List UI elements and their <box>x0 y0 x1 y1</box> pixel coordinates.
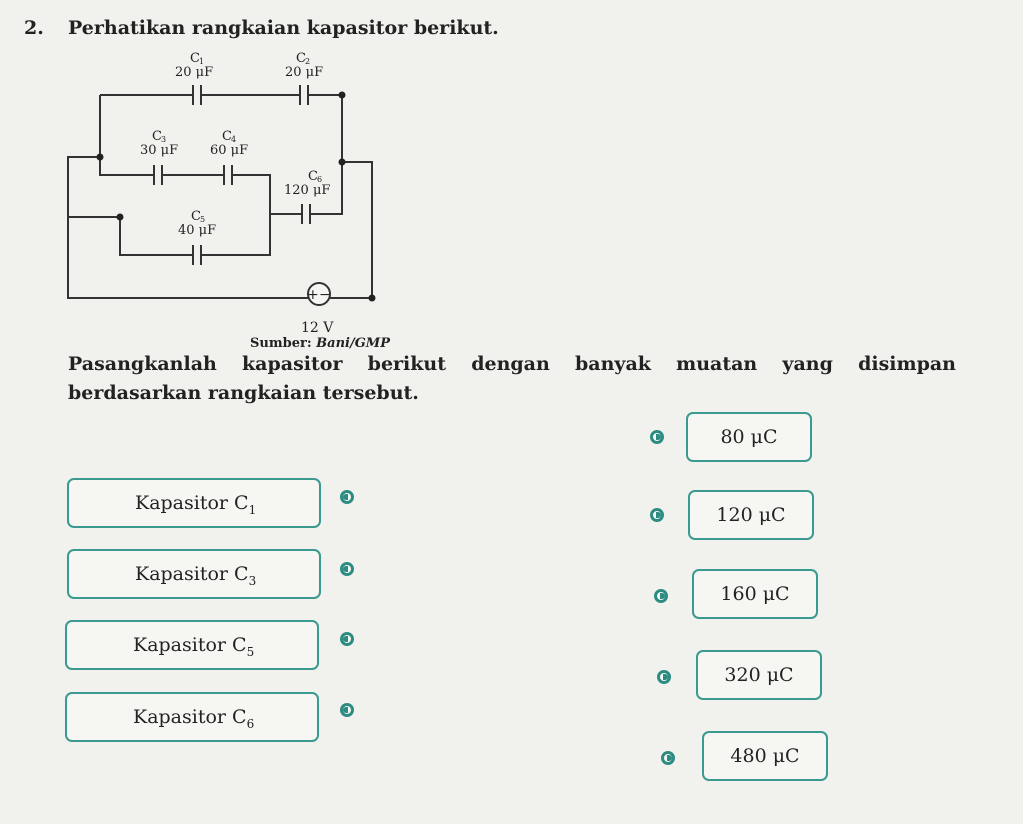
match-left-label: Kapasitor C <box>133 706 247 728</box>
battery-plus: + <box>307 287 319 303</box>
match-left-item-c6[interactable]: Kapasitor C6 <box>65 692 319 742</box>
match-right-item-160[interactable]: 160 μC <box>692 569 818 619</box>
match-right-item-80[interactable]: 80 μC <box>686 412 812 462</box>
match-left-connector-c3[interactable] <box>340 562 354 576</box>
c6-value: 120 μF <box>284 183 330 198</box>
match-left-item-c3[interactable]: Kapasitor C3 <box>67 549 321 599</box>
c1-value: 20 μF <box>175 65 213 80</box>
c1-name: C <box>190 51 200 66</box>
c6-name: C <box>308 169 318 184</box>
match-left-label: Kapasitor C <box>135 563 249 585</box>
capacitor-circuit-diagram: C 1 20 μF C 2 20 μF C 3 30 μF C 4 60 μF … <box>67 51 376 334</box>
match-right-connector-320[interactable] <box>657 670 671 684</box>
match-right-item-320[interactable]: 320 μC <box>696 650 822 700</box>
match-left-label: Kapasitor C <box>135 492 249 514</box>
c3-value: 30 μF <box>140 143 178 158</box>
c2-index: 2 <box>305 57 310 66</box>
c4-name: C <box>222 129 232 144</box>
question-prompt: Perhatikan rangkaian kapasitor berikut. <box>68 17 499 39</box>
c6-index: 6 <box>317 175 322 184</box>
match-right-connector-480[interactable] <box>661 751 675 765</box>
c1-index: 1 <box>199 57 204 66</box>
question-number: 2. <box>24 17 44 39</box>
match-left-label: Kapasitor C <box>133 634 247 656</box>
match-left-subscript: 1 <box>248 502 257 517</box>
match-left-subscript: 3 <box>248 573 257 588</box>
match-left-connector-c1[interactable] <box>340 490 354 504</box>
match-right-connector-160[interactable] <box>654 589 668 603</box>
match-left-connector-c5[interactable] <box>340 632 354 646</box>
c3-name: C <box>152 129 162 144</box>
source-credit: Sumber: Bani/GMP <box>220 336 420 351</box>
match-left-item-c5[interactable]: Kapasitor C5 <box>65 620 319 670</box>
battery-voltage: 12 V <box>301 320 334 334</box>
match-right-item-480[interactable]: 480 μC <box>702 731 828 781</box>
c5-name: C <box>191 209 201 224</box>
c5-index: 5 <box>200 215 205 224</box>
c4-index: 4 <box>231 135 236 144</box>
source-label: Sumber: <box>250 336 312 351</box>
match-left-subscript: 6 <box>246 716 255 731</box>
battery-minus: − <box>319 287 331 303</box>
match-left-item-c1[interactable]: Kapasitor C1 <box>67 478 321 528</box>
match-right-connector-80[interactable] <box>650 430 664 444</box>
c4-value: 60 μF <box>210 143 248 158</box>
c3-index: 3 <box>161 135 166 144</box>
c5-value: 40 μF <box>178 223 216 238</box>
c2-value: 20 μF <box>285 65 323 80</box>
instruction-text: Pasangkanlah kapasitor berikut dengan ba… <box>68 353 956 404</box>
match-left-subscript: 5 <box>246 644 255 659</box>
source-value: Bani/GMP <box>316 336 390 351</box>
match-right-connector-120[interactable] <box>650 508 664 522</box>
c2-name: C <box>296 51 306 66</box>
match-left-connector-c6[interactable] <box>340 703 354 717</box>
match-right-item-120[interactable]: 120 μC <box>688 490 814 540</box>
